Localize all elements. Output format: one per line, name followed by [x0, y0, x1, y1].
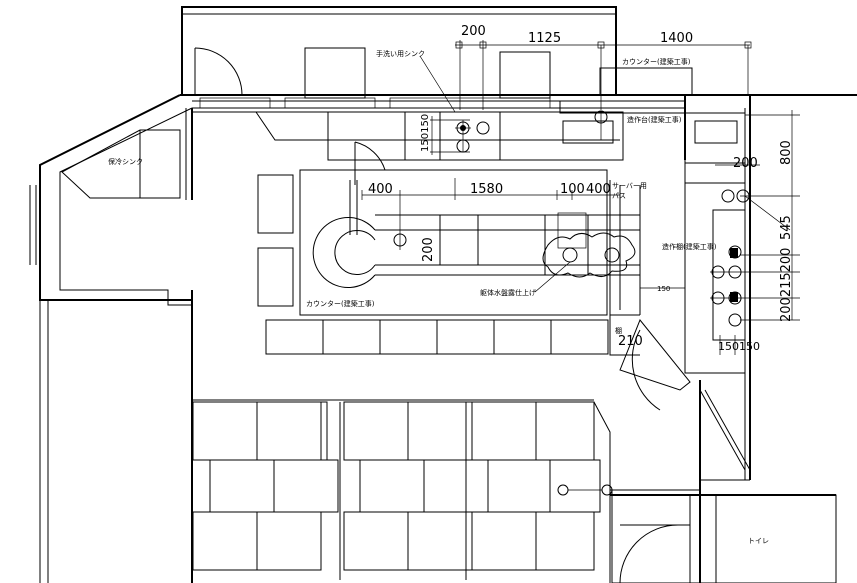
- dim-1580: 1580: [470, 182, 503, 197]
- dim-200-215-200: 200215200: [779, 248, 794, 322]
- doors: [194, 47, 691, 583]
- dim-150-150-bottom: 150150: [718, 340, 760, 353]
- island-counter: [257, 169, 641, 356]
- dim-1125: 1125: [528, 31, 561, 46]
- label-cold-sink: 保冷シンク: [108, 157, 143, 166]
- label-hand-sink: 手洗い用シンク: [376, 49, 425, 58]
- right-stations: [640, 110, 800, 374]
- dim-150-150: 150150: [420, 114, 431, 152]
- dim-200-right: 200: [733, 156, 758, 171]
- label-waterproof: 躯体水盤露仕上げ: [480, 288, 536, 297]
- dim-400-left: 400: [368, 182, 393, 197]
- labels: 手洗い用シンク カウンター(建築工事) 造作台(建築工事) 保冷シンク サーバー…: [108, 49, 769, 545]
- dim-150-small: 150: [657, 285, 670, 293]
- label-toilet: トイレ: [748, 537, 769, 545]
- upper-counter: [255, 40, 752, 161]
- stools-row: [265, 319, 609, 355]
- label-counter-top: カウンター(建築工事): [622, 57, 691, 66]
- dim-400-right: 400: [586, 182, 611, 197]
- dim-200-mid: 200: [421, 237, 436, 262]
- label-small-mark: 棚: [615, 326, 622, 335]
- dim-1400: 1400: [660, 31, 693, 46]
- dim-545: 545: [779, 215, 794, 240]
- label-server-pass: サーバー用 パス: [612, 182, 649, 200]
- building-walls: [29, 6, 857, 583]
- dimensions: 200 1125 1400 150150 800 200 545 400 158…: [368, 24, 794, 353]
- dim-100: 100: [560, 182, 585, 197]
- label-work-shelf: 造作棚(建築工事): [662, 242, 717, 251]
- dim-210: 210: [618, 334, 643, 349]
- cold-sink: [61, 129, 181, 199]
- seating-tables: [192, 399, 613, 583]
- dim-200-top: 200: [461, 24, 486, 39]
- dim-800: 800: [779, 140, 794, 165]
- label-counter-main: カウンター(建築工事): [306, 299, 375, 308]
- label-work-table-top: 造作台(建築工事): [627, 115, 682, 124]
